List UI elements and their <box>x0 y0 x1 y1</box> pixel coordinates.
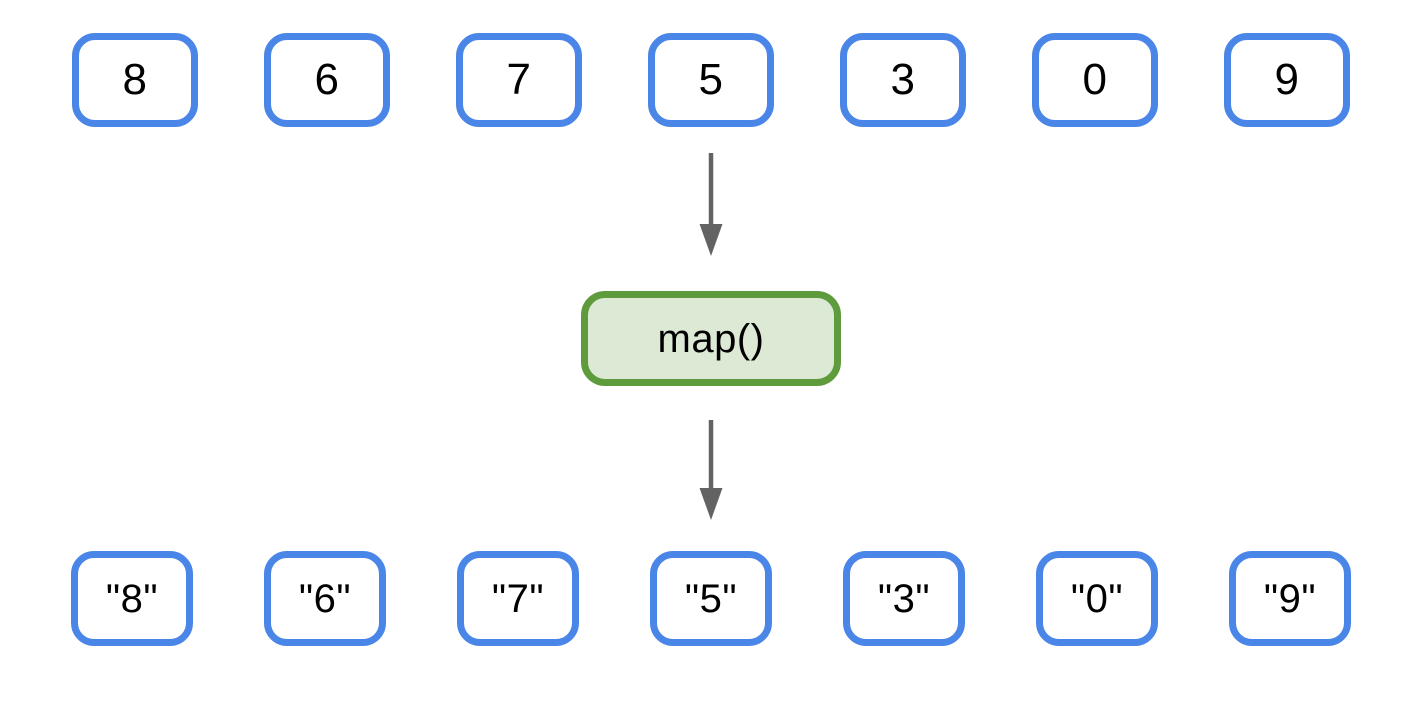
down-arrow-icon <box>699 420 723 520</box>
input-box: 6 <box>264 33 390 127</box>
input-box: 9 <box>1224 33 1350 127</box>
input-box: 5 <box>648 33 774 127</box>
input-box: 0 <box>1032 33 1158 127</box>
input-box: 8 <box>72 33 198 127</box>
output-value: "3" <box>877 576 931 621</box>
output-value: "5" <box>684 576 738 621</box>
output-value: "9" <box>1263 576 1317 621</box>
map-function-box: map() <box>581 291 841 386</box>
input-value: 5 <box>698 55 724 104</box>
input-box: 3 <box>840 33 966 127</box>
output-value: "7" <box>491 576 545 621</box>
input-value: 9 <box>1274 55 1300 104</box>
output-box: "8" <box>71 551 193 646</box>
output-value: "8" <box>105 576 159 621</box>
input-value: 8 <box>122 55 148 104</box>
input-box: 7 <box>456 33 582 127</box>
output-box: "7" <box>457 551 579 646</box>
input-value: 7 <box>506 55 532 104</box>
input-value: 0 <box>1082 55 1108 104</box>
input-row: 8 6 7 5 3 0 9 <box>72 33 1350 127</box>
output-box: "0" <box>1036 551 1158 646</box>
output-value: "6" <box>298 576 352 621</box>
output-box: "5" <box>650 551 772 646</box>
output-box: "3" <box>843 551 965 646</box>
output-box: "6" <box>264 551 386 646</box>
output-box: "9" <box>1229 551 1351 646</box>
output-row: "8" "6" "7" "5" "3" "0" "9" <box>71 551 1351 646</box>
input-value: 6 <box>314 55 340 104</box>
down-arrow-icon <box>699 153 723 256</box>
output-value: "0" <box>1070 576 1124 621</box>
map-function-label: map() <box>657 316 765 361</box>
input-value: 3 <box>890 55 916 104</box>
